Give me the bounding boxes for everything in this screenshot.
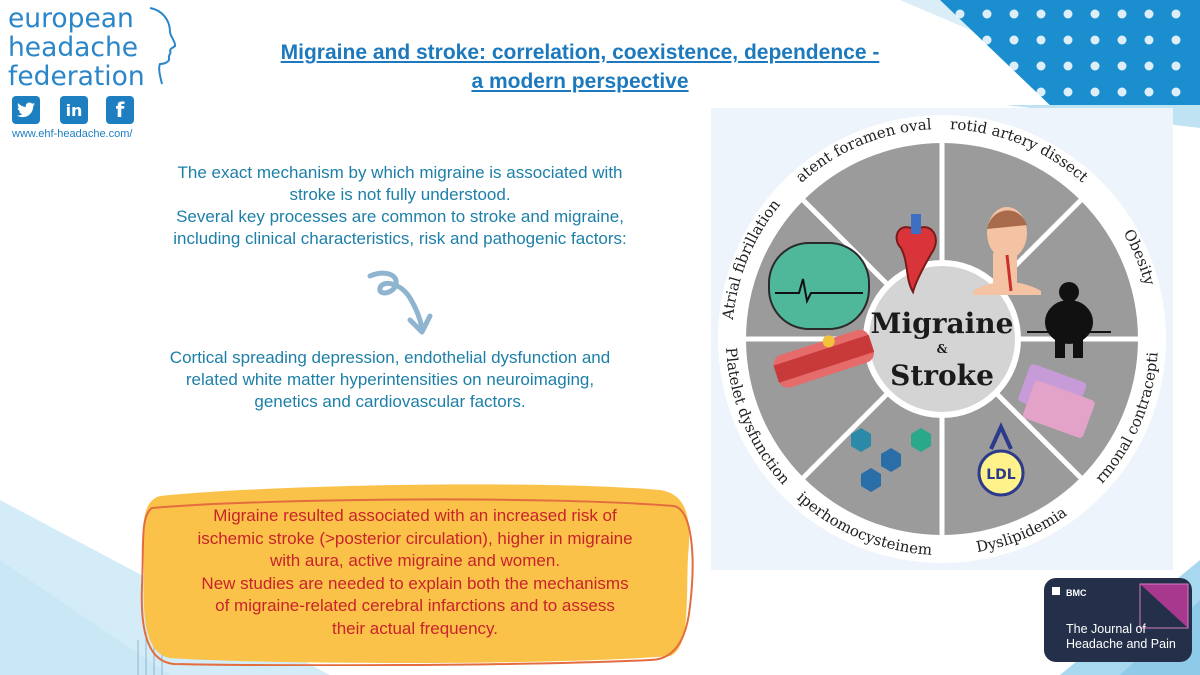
pill-pack-icon <box>1018 364 1095 438</box>
decor-dot <box>1090 35 1100 45</box>
decor-dot <box>1144 9 1154 19</box>
decor-dot <box>1009 9 1019 19</box>
decor-dot <box>955 87 965 97</box>
decor-dot <box>1117 35 1127 45</box>
title-line-2: a modern perspective <box>471 70 689 93</box>
decor-dot <box>1117 61 1127 71</box>
decor-dot <box>1171 61 1181 71</box>
decor-dot <box>1063 9 1073 19</box>
bmc-logo-mark <box>1052 583 1189 629</box>
decor-dot <box>1117 9 1127 19</box>
decor-dot <box>1144 61 1154 71</box>
bmc-journal-card[interactable]: BMC The Journal of Headache and Pain <box>1044 578 1192 662</box>
linkedin-icon[interactable]: in <box>60 96 88 124</box>
intro-paragraph: The exact mechanism by which migraine is… <box>173 163 627 248</box>
decor-dot <box>955 35 965 45</box>
decor-dot <box>1063 61 1073 71</box>
logo-line-2: headache <box>8 32 139 63</box>
ldl-label: LDL <box>986 467 1016 483</box>
bmc-label: BMC <box>1066 588 1087 598</box>
decor-dot <box>1144 35 1154 45</box>
decor-dot <box>955 61 965 71</box>
processes-paragraph: Cortical spreading depression, endotheli… <box>169 348 611 411</box>
neck-artery-icon <box>973 207 1041 295</box>
decor-dot <box>982 35 992 45</box>
decor-dot <box>1063 87 1073 97</box>
decor-dot <box>1090 61 1100 71</box>
curly-arrow-icon <box>367 270 433 335</box>
head-profile-icon <box>149 7 177 85</box>
decor-dot <box>982 9 992 19</box>
bmc-journal-title: The Journal of Headache and Pain <box>1066 622 1176 651</box>
page-title[interactable]: Migraine and stroke: correlation, coexis… <box>200 38 960 96</box>
ldl-icon: LDL <box>977 422 1025 497</box>
logo-line-1: european <box>8 3 134 34</box>
title-line-1: Migraine and stroke: correlation, coexis… <box>280 41 880 64</box>
decor-dot <box>1171 35 1181 45</box>
ehf-logo-text: european headache federation <box>8 4 148 91</box>
decor-dot <box>1117 87 1127 97</box>
decor-dot <box>1171 87 1181 97</box>
migraine-stroke-wheel: Migraine & Stroke Patent foramen ovaleCa… <box>711 108 1173 570</box>
decor-dot <box>1009 61 1019 71</box>
decor-dot <box>1036 87 1046 97</box>
decor-dot <box>1063 35 1073 45</box>
decor-dot <box>1090 9 1100 19</box>
wheel-center-migraine: Migraine <box>871 307 1014 340</box>
wheel-center-amp: & <box>937 342 948 356</box>
decor-dot <box>1036 61 1046 71</box>
decor-dot <box>982 61 992 71</box>
logo-line-3: federation <box>8 61 145 92</box>
conclusion-box <box>140 484 694 666</box>
twitter-icon[interactable] <box>12 96 40 124</box>
decor-dot <box>982 87 992 97</box>
decor-dot <box>1171 9 1181 19</box>
conclusion-text: Migraine resulted associated with an inc… <box>197 506 633 638</box>
heart-icon <box>895 214 937 295</box>
decor-dot <box>1009 87 1019 97</box>
blood-vessel-icon <box>773 329 875 388</box>
molecule-icon <box>851 428 931 492</box>
decor-dot <box>955 9 965 19</box>
wheel-center-stroke: Stroke <box>890 359 994 392</box>
decor-dot <box>1036 35 1046 45</box>
decor-dot <box>1009 35 1019 45</box>
facebook-icon[interactable]: f <box>106 96 134 124</box>
obesity-icon <box>1027 282 1111 358</box>
decor-dot <box>1090 87 1100 97</box>
ecg-icon <box>768 242 870 330</box>
decor-dot <box>1144 87 1154 97</box>
decor-dot <box>1036 9 1046 19</box>
website-link[interactable]: www.ehf-headache.com/ <box>12 128 133 140</box>
